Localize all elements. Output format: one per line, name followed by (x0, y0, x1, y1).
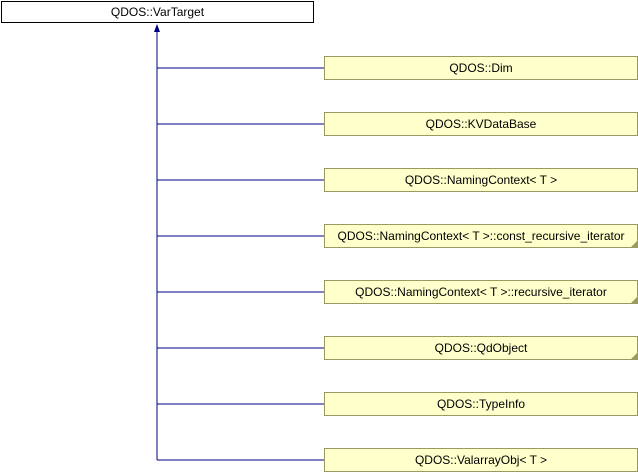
derived-class-label: QDOS::NamingContext< T >::const_recursiv… (337, 229, 625, 243)
derived-class-node-typeinfo[interactable]: QDOS::TypeInfo (324, 392, 638, 416)
derived-class-node-kvdatabase[interactable]: QDOS::KVDataBase (324, 112, 638, 136)
derived-class-node-dim[interactable]: QDOS::Dim (324, 56, 638, 80)
derived-class-node-const-recursive-iterator[interactable]: QDOS::NamingContext< T >::const_recursiv… (324, 224, 638, 248)
derived-class-label: QDOS::KVDataBase (425, 117, 537, 131)
derived-class-node-recursive-iterator[interactable]: QDOS::NamingContext< T >::recursive_iter… (324, 280, 638, 304)
derived-class-label: QDOS::TypeInfo (436, 397, 526, 411)
derived-class-node-qdobject[interactable]: QDOS::QdObject (324, 336, 638, 360)
derived-class-label: QDOS::Dim (449, 61, 513, 75)
derived-class-label: QDOS::NamingContext< T > (404, 173, 558, 187)
derived-class-node-valarrayobj[interactable]: QDOS::ValarrayObj< T > (324, 448, 638, 472)
derived-class-node-namingcontext[interactable]: QDOS::NamingContext< T > (324, 168, 638, 192)
inheritance-arrowhead-icon (154, 24, 160, 32)
derived-class-label: QDOS::ValarrayObj< T > (414, 453, 548, 467)
derived-class-label: QDOS::NamingContext< T >::recursive_iter… (355, 285, 607, 299)
base-class-label: QDOS::VarTarget (110, 5, 205, 19)
base-class-node[interactable]: QDOS::VarTarget (1, 1, 314, 23)
derived-class-label: QDOS::QdObject (434, 341, 528, 355)
